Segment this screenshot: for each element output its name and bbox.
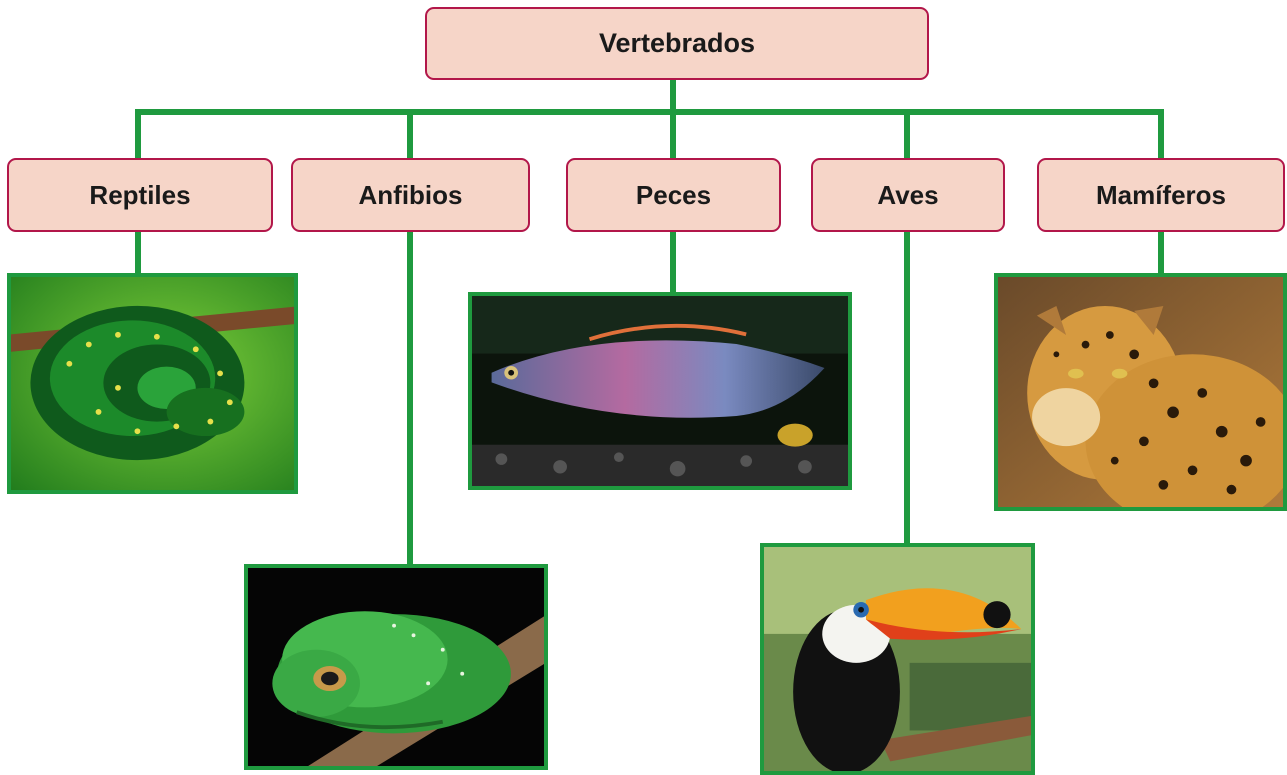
connector-root-down xyxy=(670,78,676,114)
category-node-reptiles: Reptiles xyxy=(7,158,273,232)
category-node-peces: Peces xyxy=(566,158,781,232)
root-node-vertebrados: Vertebrados xyxy=(425,7,929,80)
mammal-jaguar-photo xyxy=(994,273,1287,511)
connector-peces xyxy=(670,109,676,159)
green-tree-frog-image xyxy=(248,568,544,766)
connector-anfibios xyxy=(407,109,413,159)
cichlid-fish-image xyxy=(472,296,848,486)
connector-reptiles xyxy=(135,109,141,159)
category-node-anfibios: Anfibios xyxy=(291,158,530,232)
category-node-aves: Aves xyxy=(811,158,1005,232)
connector-aves xyxy=(904,109,910,159)
jaguar-image xyxy=(998,277,1283,507)
connector-mamiferos xyxy=(1158,109,1164,159)
connector-peces-photo xyxy=(670,230,676,294)
reptile-snake-photo xyxy=(7,273,298,494)
fish-photo xyxy=(468,292,852,490)
green-tree-python-image xyxy=(11,277,294,490)
connector-horizontal-bar xyxy=(135,109,1164,115)
amphibian-frog-photo xyxy=(244,564,548,770)
connector-anfibios-photo xyxy=(407,230,413,568)
bird-toucan-photo xyxy=(760,543,1035,775)
connector-mamiferos-photo xyxy=(1158,230,1164,276)
toucan-image xyxy=(764,547,1031,771)
category-node-mamiferos: Mamíferos xyxy=(1037,158,1285,232)
connector-aves-photo xyxy=(904,230,910,548)
connector-reptiles-photo xyxy=(135,230,141,276)
